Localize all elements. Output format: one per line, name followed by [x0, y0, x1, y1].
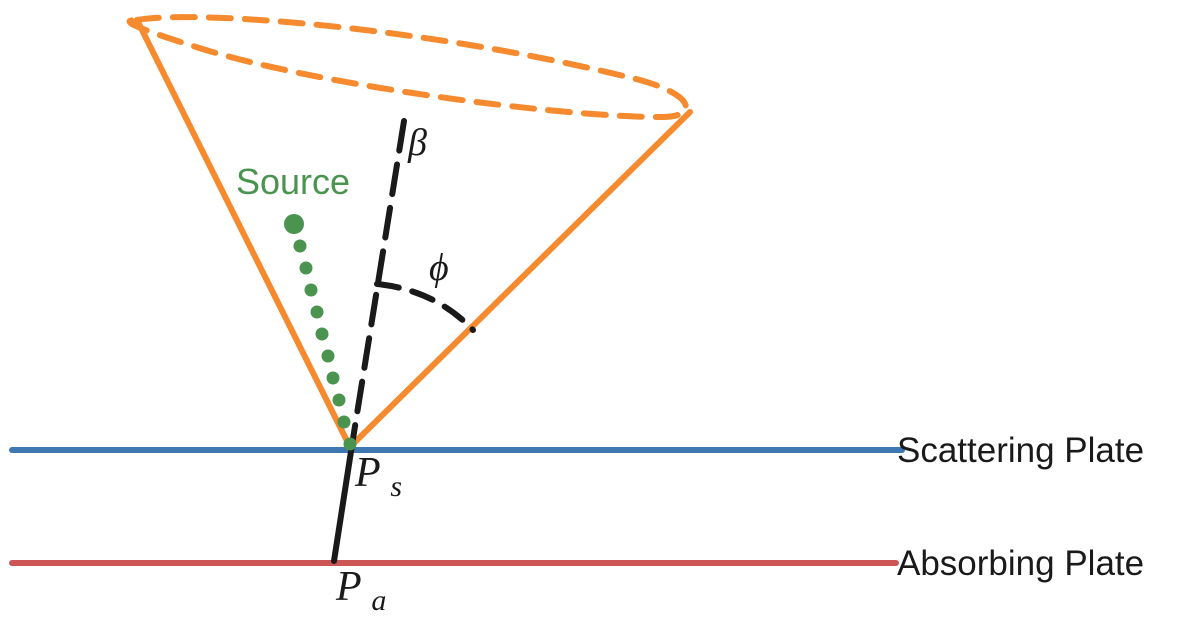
absorbing-plate-label: Absorbing Plate	[897, 544, 1144, 583]
phi-label: ϕ	[429, 247, 449, 289]
source-path-dot	[293, 239, 307, 253]
cone-rim-ellipse	[126, 14, 689, 121]
pa-label-main: P	[335, 564, 361, 610]
source-label: Source	[236, 161, 350, 202]
source-path-dot	[310, 305, 324, 319]
source-point	[284, 214, 304, 234]
ps-label: P s	[354, 450, 402, 503]
source-path-dot	[326, 371, 340, 385]
cone-right-edge	[347, 109, 693, 450]
source-path-dot	[315, 327, 329, 341]
source-path-dot	[343, 437, 357, 451]
source-path-dot	[337, 415, 351, 429]
scatter-to-absorb-track	[331, 442, 355, 564]
ps-label-main: P	[354, 450, 380, 496]
source-path-dot	[321, 349, 335, 363]
source-path-dot	[299, 261, 313, 275]
source-path-dot	[304, 283, 318, 297]
pa-label-sub: a	[371, 584, 386, 617]
pa-label: P a	[335, 564, 386, 617]
beta-label: β	[407, 122, 427, 164]
cone-left-edge	[134, 17, 353, 450]
phi-angle-arc	[374, 281, 476, 333]
scattering-plate-label: Scattering Plate	[897, 431, 1144, 470]
source-path-dot	[332, 393, 346, 407]
ps-label-sub: s	[390, 470, 402, 503]
